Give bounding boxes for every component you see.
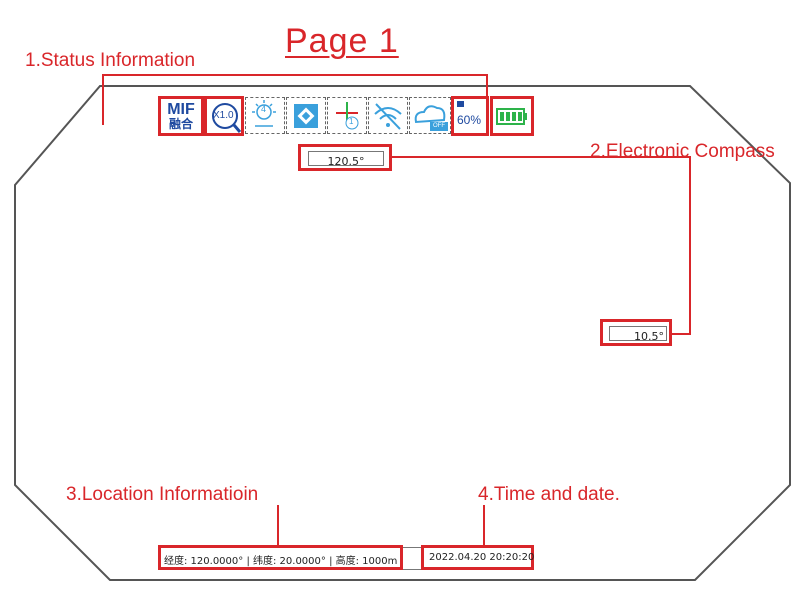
location-info-text: 经度: 120.0000° | 纬度: 20.0000° | 高度: 1000m xyxy=(164,556,398,567)
brightness-level: 4 xyxy=(261,104,267,114)
compass-heading: 120.5° xyxy=(327,155,365,168)
storage-box: 60% xyxy=(451,96,489,136)
brightness-cell: 4 xyxy=(245,97,285,134)
wifi-off-icon xyxy=(374,103,402,130)
crosshair-level: 1 xyxy=(349,117,354,126)
compass-pitch: 10.5° xyxy=(634,330,664,343)
battery-icon xyxy=(496,108,527,125)
cloud-off-label: OFF xyxy=(433,123,445,129)
status-information-label: 1.Status Information xyxy=(25,50,196,71)
storage-percent: 60% xyxy=(457,113,482,127)
storage-icon xyxy=(457,101,464,107)
datetime-text: 2022.04.20 20:20:20 xyxy=(429,552,535,563)
image-mode-icon xyxy=(294,104,318,128)
page-title: Page 1 xyxy=(285,22,399,60)
brightness-icon xyxy=(252,100,276,127)
weather-cell: OFF xyxy=(409,97,451,134)
location-information-label: 3.Location Informatioin xyxy=(66,484,259,505)
location-info-box: 经度: 120.0000° | 纬度: 20.0000° | 高度: 1000m xyxy=(158,545,403,570)
zoom-level: X1.0 xyxy=(213,110,234,121)
compass-heading-box: 120.5° xyxy=(298,144,392,171)
location-time-divider xyxy=(403,547,421,570)
mif-fusion-icon: MIF 融合 xyxy=(161,99,201,132)
zoom-box: X1.0 xyxy=(204,96,244,136)
palette-cell xyxy=(286,97,326,134)
crosshair-icon xyxy=(336,102,359,130)
datetime-box: 2022.04.20 20:20:20 xyxy=(421,545,534,570)
compass-pitch-box: 10.5° xyxy=(600,319,672,346)
mif-bottom-text: 融合 xyxy=(168,117,193,131)
wifi-cell xyxy=(368,97,408,134)
status-callout-line xyxy=(102,74,488,125)
time-and-date-label: 4.Time and date. xyxy=(478,484,620,505)
compass-callout-line xyxy=(392,156,691,335)
battery-box xyxy=(490,96,534,136)
zoom-magnifier-icon xyxy=(212,103,242,133)
crosshair-cell: 1 xyxy=(327,97,367,134)
cloud-icon xyxy=(414,105,448,131)
mif-fusion-box: MIF 融合 xyxy=(158,96,204,136)
screen-outline xyxy=(14,85,791,581)
electronic-compass-label: 2.Electronic Compass xyxy=(590,141,775,162)
mif-top-text: MIF xyxy=(167,101,195,118)
